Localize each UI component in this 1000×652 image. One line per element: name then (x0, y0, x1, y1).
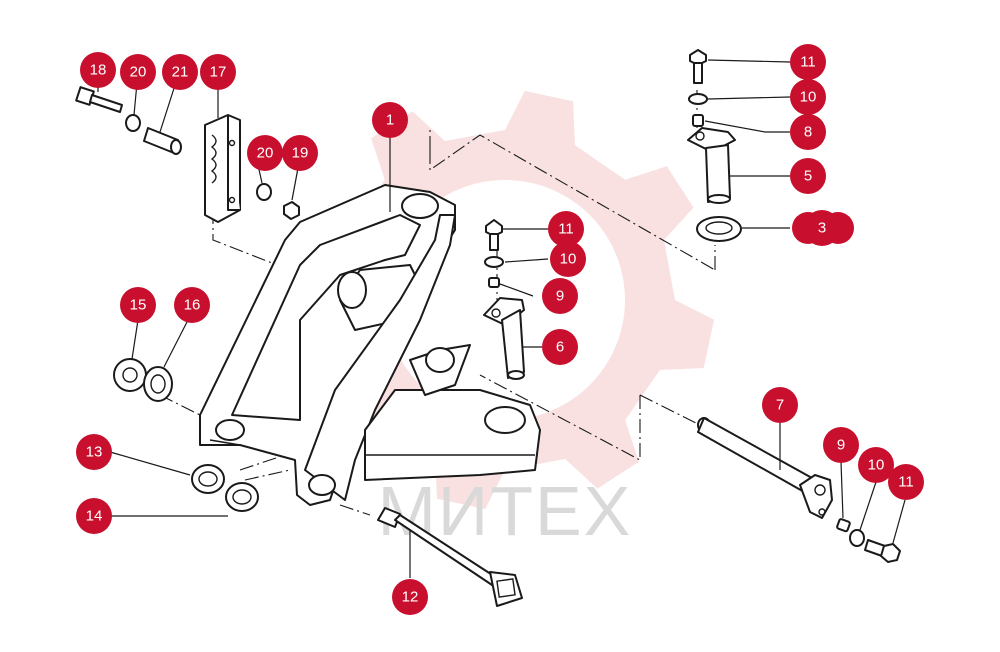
washer-part-20-left (125, 114, 141, 132)
washer-part-10-top (688, 93, 708, 105)
svg-text:7: 7 (776, 397, 784, 414)
callout-11-center[interactable]: 11 (548, 211, 584, 247)
washer-part-3 (696, 216, 742, 242)
callout-15[interactable]: 15 (120, 287, 156, 323)
nut-part-15 (113, 358, 147, 392)
svg-text:17: 17 (210, 64, 227, 81)
callout-3[interactable]: 3 (804, 210, 840, 246)
bolt-part-11-right (864, 539, 901, 563)
svg-text:5: 5 (804, 168, 812, 185)
callout-14[interactable]: 14 (76, 498, 112, 534)
washer-part-20-right (256, 183, 272, 201)
callout-10-top[interactable]: 10 (790, 79, 826, 115)
svg-text:14: 14 (86, 508, 103, 525)
pin-part-7 (697, 417, 833, 519)
main-frame-part-1 (199, 184, 541, 506)
callout-6[interactable]: 6 (542, 329, 578, 365)
washer-part-10-right (849, 529, 865, 547)
pin-part-5 (687, 127, 736, 204)
callout-11-right[interactable]: 11 (888, 464, 924, 500)
pin-part-12 (377, 507, 523, 607)
svg-text:21: 21 (172, 64, 189, 81)
callout-9-center[interactable]: 9 (542, 278, 578, 314)
bushing-part-9-right (836, 518, 851, 533)
callout-10-right[interactable]: 10 (858, 447, 894, 483)
bolt-part-18 (75, 86, 123, 113)
pin-part-6 (483, 297, 525, 380)
callout-19[interactable]: 19 (282, 135, 318, 171)
callout-11-top[interactable]: 11 (790, 44, 826, 80)
leader-lines (97, 59, 906, 578)
shim-part-13 (191, 464, 225, 494)
watermark-text: МИТЕХ (378, 472, 633, 550)
svg-text:11: 11 (558, 221, 574, 238)
svg-text:12: 12 (402, 589, 419, 606)
svg-text:18: 18 (90, 62, 107, 79)
spacer-part-21 (143, 127, 182, 155)
callout-20-left[interactable]: 20 (120, 54, 156, 90)
lock-washer-part-16 (143, 366, 173, 402)
washer-part-10-center (484, 256, 504, 268)
callout-20-right[interactable]: 20 (247, 135, 283, 171)
nut-part-19 (283, 201, 300, 220)
svg-text:19: 19 (292, 145, 309, 162)
callout-1[interactable]: 1 (372, 102, 408, 138)
callout-7[interactable]: 7 (762, 387, 798, 423)
svg-text:9: 9 (837, 437, 845, 454)
callout-17[interactable]: 17 (200, 54, 236, 90)
svg-text:10: 10 (868, 457, 885, 474)
svg-text:16: 16 (184, 297, 201, 314)
callout-9-right[interactable]: 9 (823, 427, 859, 463)
svg-text:10: 10 (800, 89, 817, 106)
svg-text:15: 15 (130, 297, 147, 314)
svg-text:11: 11 (898, 474, 914, 491)
svg-text:6: 6 (556, 339, 564, 356)
svg-text:13: 13 (86, 444, 103, 461)
callout-5[interactable]: 5 (790, 158, 826, 194)
svg-text:1: 1 (386, 112, 394, 129)
callout-18[interactable]: 18 (80, 52, 116, 88)
svg-text:11: 11 (800, 54, 816, 71)
svg-text:8: 8 (804, 124, 812, 141)
svg-text:10: 10 (560, 251, 577, 268)
bushing-part-8 (692, 114, 704, 127)
bolt-part-11-top (689, 49, 707, 84)
callout-13[interactable]: 13 (76, 434, 112, 470)
svg-text:9: 9 (556, 288, 564, 305)
bolt-part-11-center (485, 219, 503, 251)
callout-16[interactable]: 16 (174, 287, 210, 323)
shim-part-14 (225, 482, 259, 512)
svg-text:20: 20 (257, 145, 274, 162)
callout-markers: 1 3 5 6 7 8 9 9 10 10 10 11 11 11 12 13 … (76, 44, 924, 615)
callout-8[interactable]: 8 (790, 114, 826, 150)
callout-10-center[interactable]: 10 (550, 241, 586, 277)
clamp-bracket-part-17 (204, 114, 241, 223)
bushing-part-9-center (488, 277, 500, 288)
svg-text:3: 3 (818, 220, 826, 237)
svg-text:20: 20 (130, 64, 147, 81)
callout-12[interactable]: 12 (392, 579, 428, 615)
callout-21[interactable]: 21 (162, 54, 198, 90)
